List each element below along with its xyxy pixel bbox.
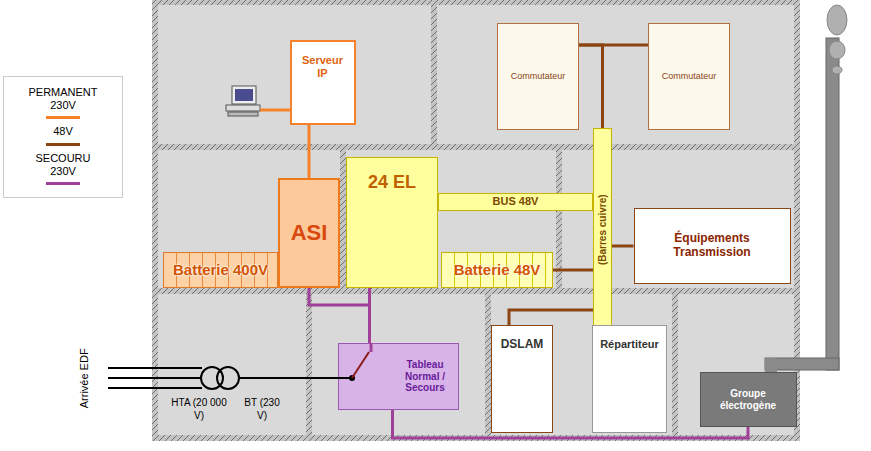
- copper-bar: (Barres cuivre): [593, 128, 612, 332]
- smoke-cloud: [827, 5, 847, 35]
- room: [437, 5, 794, 144]
- keyboard: [228, 112, 258, 116]
- switchboard: Tableau Normal / Secours: [338, 343, 459, 410]
- smoke-cloud: [829, 41, 845, 59]
- power-line: [553, 269, 593, 272]
- computer-icon: [226, 86, 260, 116]
- feeder-wire: [108, 367, 202, 369]
- battery-bank: Batterie 48V: [441, 252, 553, 288]
- transmission-box: Équipements Transmission: [634, 208, 791, 284]
- room: [158, 294, 306, 435]
- feeder-wire: [108, 377, 201, 379]
- smoke-cloud: [832, 66, 842, 74]
- switch-blade: [352, 352, 369, 378]
- transformer-symbol: [108, 367, 338, 389]
- node-label: (Barres cuivre): [597, 194, 609, 265]
- chimney: [765, 5, 847, 372]
- power-line: [368, 288, 371, 343]
- server-box: Serveur IP: [290, 40, 356, 125]
- room: [491, 294, 672, 435]
- node-label: Répartiteur: [600, 338, 659, 351]
- room: [158, 150, 340, 288]
- computer-base: [226, 105, 260, 111]
- node-label: Batterie 48V: [454, 261, 541, 278]
- rectifier-box: 24 EL: [346, 157, 438, 288]
- node-label: Équipements Transmission: [641, 232, 784, 260]
- ups-box: ASI: [278, 178, 340, 288]
- power-inlet-label: Arrivée EDF: [78, 348, 91, 408]
- room: [346, 150, 556, 288]
- legend-label: PERMANENT 230V: [22, 86, 104, 112]
- power-line: [393, 410, 749, 438]
- node-label: BUS 48V: [493, 195, 539, 208]
- room: [312, 294, 485, 435]
- switch-contact: [369, 343, 372, 352]
- node-label: 24 EL: [368, 172, 416, 193]
- exhaust-pipe: [765, 358, 777, 372]
- voltage-label: BT (230 V): [240, 396, 284, 422]
- monitor: [232, 86, 256, 104]
- power-line: [579, 45, 603, 128]
- power-line: [612, 245, 634, 248]
- generator-box: Groupe électrogène: [700, 372, 797, 427]
- legend-label: SECOURU 230V: [22, 152, 104, 178]
- power-line: [308, 125, 311, 178]
- power-line: [509, 310, 593, 325]
- lv-wire: [239, 377, 338, 379]
- node-label: DSLAM: [501, 338, 544, 352]
- room: [158, 5, 431, 144]
- node-label: Commutateur: [511, 71, 566, 81]
- power-wire: [260, 109, 290, 112]
- legend-item: 48V: [4, 125, 122, 145]
- dslam-box: DSLAM: [491, 325, 553, 433]
- power-line: [309, 288, 370, 343]
- building-wall: [152, 0, 800, 441]
- legend-line-sample: [46, 182, 80, 185]
- node-label: Batterie 400V: [173, 261, 268, 278]
- node-label: Tableau Normal / Secours: [397, 359, 454, 394]
- feeder-wire: [108, 387, 202, 389]
- node-label: Groupe électrogène: [705, 388, 792, 411]
- transformer-coil: [217, 367, 239, 389]
- legend-label: 48V: [22, 125, 104, 138]
- rooms: [158, 5, 794, 435]
- switch-cabinet: Commutateur: [648, 23, 730, 130]
- legend-line-sample: [46, 143, 80, 146]
- distribution-frame: Répartiteur: [592, 325, 667, 433]
- screen: [235, 89, 253, 101]
- node-label: Serveur IP: [301, 54, 345, 79]
- legend-line-sample: [46, 116, 80, 119]
- legend-item: SECOURU 230V: [4, 152, 122, 185]
- chimney-pipe: [826, 38, 839, 370]
- switch-cabinet: Commutateur: [497, 23, 579, 130]
- switch-symbol: [338, 343, 394, 403]
- voltage-label: HTA (20 000 V): [168, 396, 230, 422]
- bus-bar: BUS 48V: [438, 193, 593, 211]
- legend: PERMANENT 230V 48V SECOURU 230V: [3, 76, 123, 198]
- node-label: Commutateur: [662, 71, 717, 81]
- node-label: ASI: [291, 220, 328, 245]
- legend-item: PERMANENT 230V: [4, 86, 122, 119]
- battery-bank: Batterie 400V: [163, 252, 278, 288]
